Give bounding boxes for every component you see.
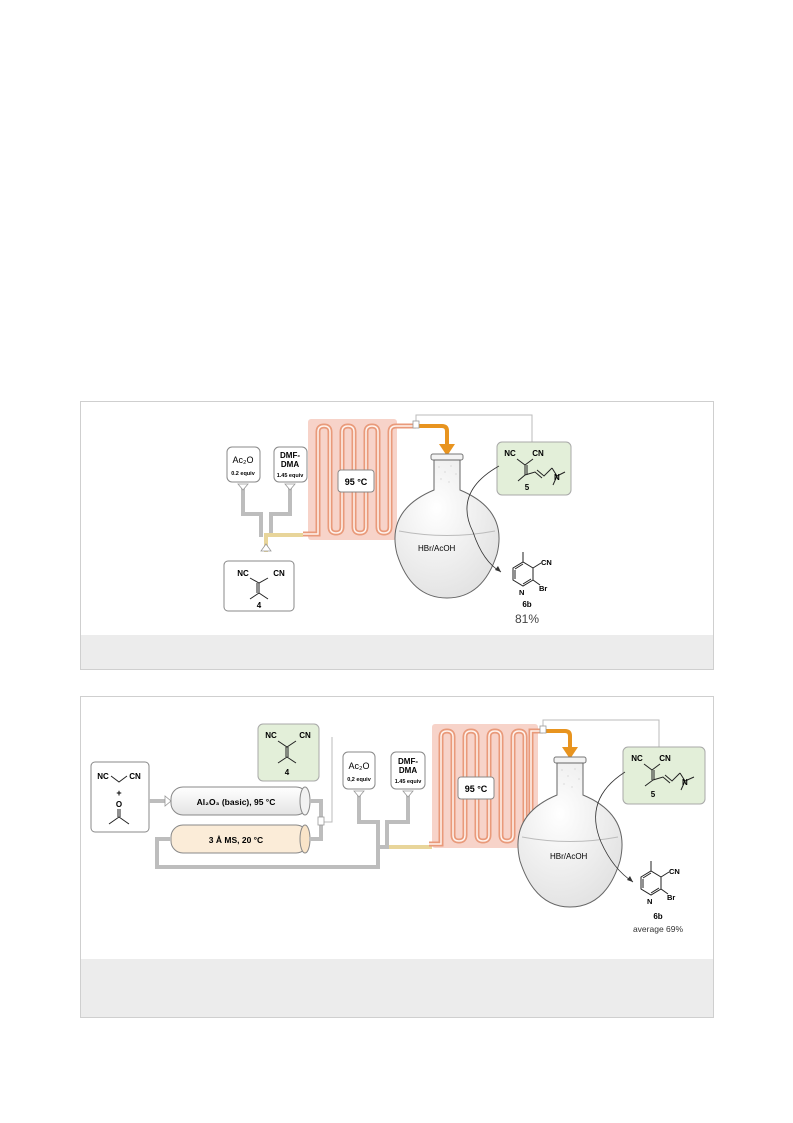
intermediate-box-2	[622, 746, 706, 805]
int-structure	[516, 458, 566, 486]
reagent-nc: NC	[97, 772, 109, 781]
acetone-structure	[108, 809, 130, 825]
temperature-label-2: 95 °C	[465, 784, 488, 794]
temperature-box	[337, 469, 375, 493]
reaction-arrowhead-2	[627, 876, 633, 882]
column-al2o3-end	[299, 786, 311, 816]
sm-nc: NC	[237, 569, 249, 578]
temperature-box-2	[457, 776, 495, 800]
c4-label: 4	[285, 768, 290, 777]
product-br-2: Br	[667, 893, 675, 902]
ac2o-label-2: Ac₂O	[349, 761, 370, 771]
dmf-dma-equiv: 1.45 equiv	[277, 473, 305, 479]
int2-nc: NC	[631, 754, 643, 763]
line-connector	[412, 420, 420, 429]
column-al2o3-label: Al₂O₃ (basic), 95 °C	[197, 797, 276, 807]
sm-cn: CN	[273, 569, 285, 578]
int2-n: N	[682, 778, 688, 787]
reagent-feed-tubes	[241, 484, 303, 552]
ac2o-box-2	[342, 751, 376, 790]
ac2o-equiv-2: 0,2 equiv	[347, 777, 371, 783]
intermediate-box	[496, 441, 572, 496]
reagent-box	[90, 761, 150, 833]
dmf-dma-2-equiv: 1.45 equiv	[395, 779, 423, 785]
column-connector	[317, 816, 325, 826]
int2-label: 5	[651, 790, 656, 799]
monitor-line-4	[321, 737, 333, 823]
ac2o-label: Ac₂O	[233, 455, 254, 465]
int-cn: CN	[532, 449, 544, 458]
ac2o-equiv: 0.2 equiv	[231, 471, 255, 477]
flow-scheme-panel-1: 95 °C Ac₂O 0.2 equiv DMF- DMA 1.45 equiv…	[80, 401, 714, 670]
sm-label: 4	[257, 601, 262, 610]
flask-label-2: HBr/AcOH	[550, 852, 588, 861]
product-n-2: N	[647, 897, 652, 906]
caption-bar-2	[81, 959, 713, 1017]
dmf-dma-label-line2: DMA	[281, 460, 299, 469]
dmf-dma-2-line2: DMA	[399, 766, 417, 775]
int2-structure	[643, 763, 695, 791]
dmf-dma-label-line1: DMF-	[280, 451, 300, 460]
feed-arrowheads	[237, 483, 296, 552]
product-structure	[512, 552, 542, 587]
monitor-line	[415, 414, 533, 442]
acetone-o: O	[116, 800, 122, 809]
product-cn-2: CN	[669, 867, 680, 876]
c4-structure	[277, 740, 297, 764]
product-cn: CN	[541, 558, 552, 567]
ac2o-box	[226, 446, 261, 483]
flask-label: HBr/AcOH	[418, 544, 456, 553]
line-connector-2	[539, 725, 547, 734]
reagent-cn: CN	[129, 772, 141, 781]
column-ms-end	[299, 824, 311, 854]
temperature-label: 95 °C	[345, 477, 368, 487]
int-label: 5	[525, 483, 530, 492]
malononitrile-bond	[110, 775, 128, 783]
int-n: N	[554, 473, 560, 482]
column-ms-label: 3 Å MS, 20 °C	[209, 835, 263, 845]
feed-arrowheads-2	[353, 790, 414, 798]
outlet-arrowhead-2	[562, 747, 578, 759]
sm-structure	[249, 577, 269, 600]
product-n: N	[519, 588, 524, 597]
reaction-arrow-2	[595, 771, 634, 883]
product-label: 6b	[522, 600, 531, 609]
reaction-arrow	[466, 465, 502, 573]
reagent-plus: +	[116, 788, 121, 798]
reagent-feed-tubes-2	[357, 791, 432, 849]
outlet-arrow	[416, 424, 449, 446]
int-nc: NC	[504, 449, 516, 458]
outlet-arrowhead	[439, 444, 455, 456]
product-yield-2: average 69%	[633, 924, 684, 934]
c4-nc: NC	[265, 731, 277, 740]
reaction-arrowhead	[495, 566, 501, 572]
product-structure-2	[640, 861, 670, 896]
product-label-2: 6b	[653, 912, 662, 921]
c4-cn: CN	[299, 731, 311, 740]
product-br: Br	[539, 584, 547, 593]
int2-cn: CN	[659, 754, 671, 763]
caption-bar-1	[81, 635, 713, 669]
flow-scheme-1-diagram: 95 °C Ac₂O 0.2 equiv DMF- DMA 1.45 equiv…	[223, 414, 572, 626]
round-bottom-flask	[394, 453, 500, 599]
dmf-dma-2-line1: DMF-	[398, 757, 418, 766]
flow-scheme-panel-2: NC CN + O Al₂O₃ (basic), 95 °C 3 Å MS, 2…	[80, 696, 714, 1018]
feed-arrowhead-column	[164, 795, 172, 807]
outlet-arrow-2	[543, 729, 572, 749]
dmf-dma-box-2	[390, 751, 426, 790]
dmf-dma-box	[273, 446, 308, 483]
product-yield: 81%	[515, 612, 539, 626]
monitor-line-2	[542, 719, 660, 747]
round-bottom-flask-2	[517, 756, 623, 908]
flow-scheme-2-diagram: NC CN + O Al₂O₃ (basic), 95 °C 3 Å MS, 2…	[90, 719, 706, 934]
